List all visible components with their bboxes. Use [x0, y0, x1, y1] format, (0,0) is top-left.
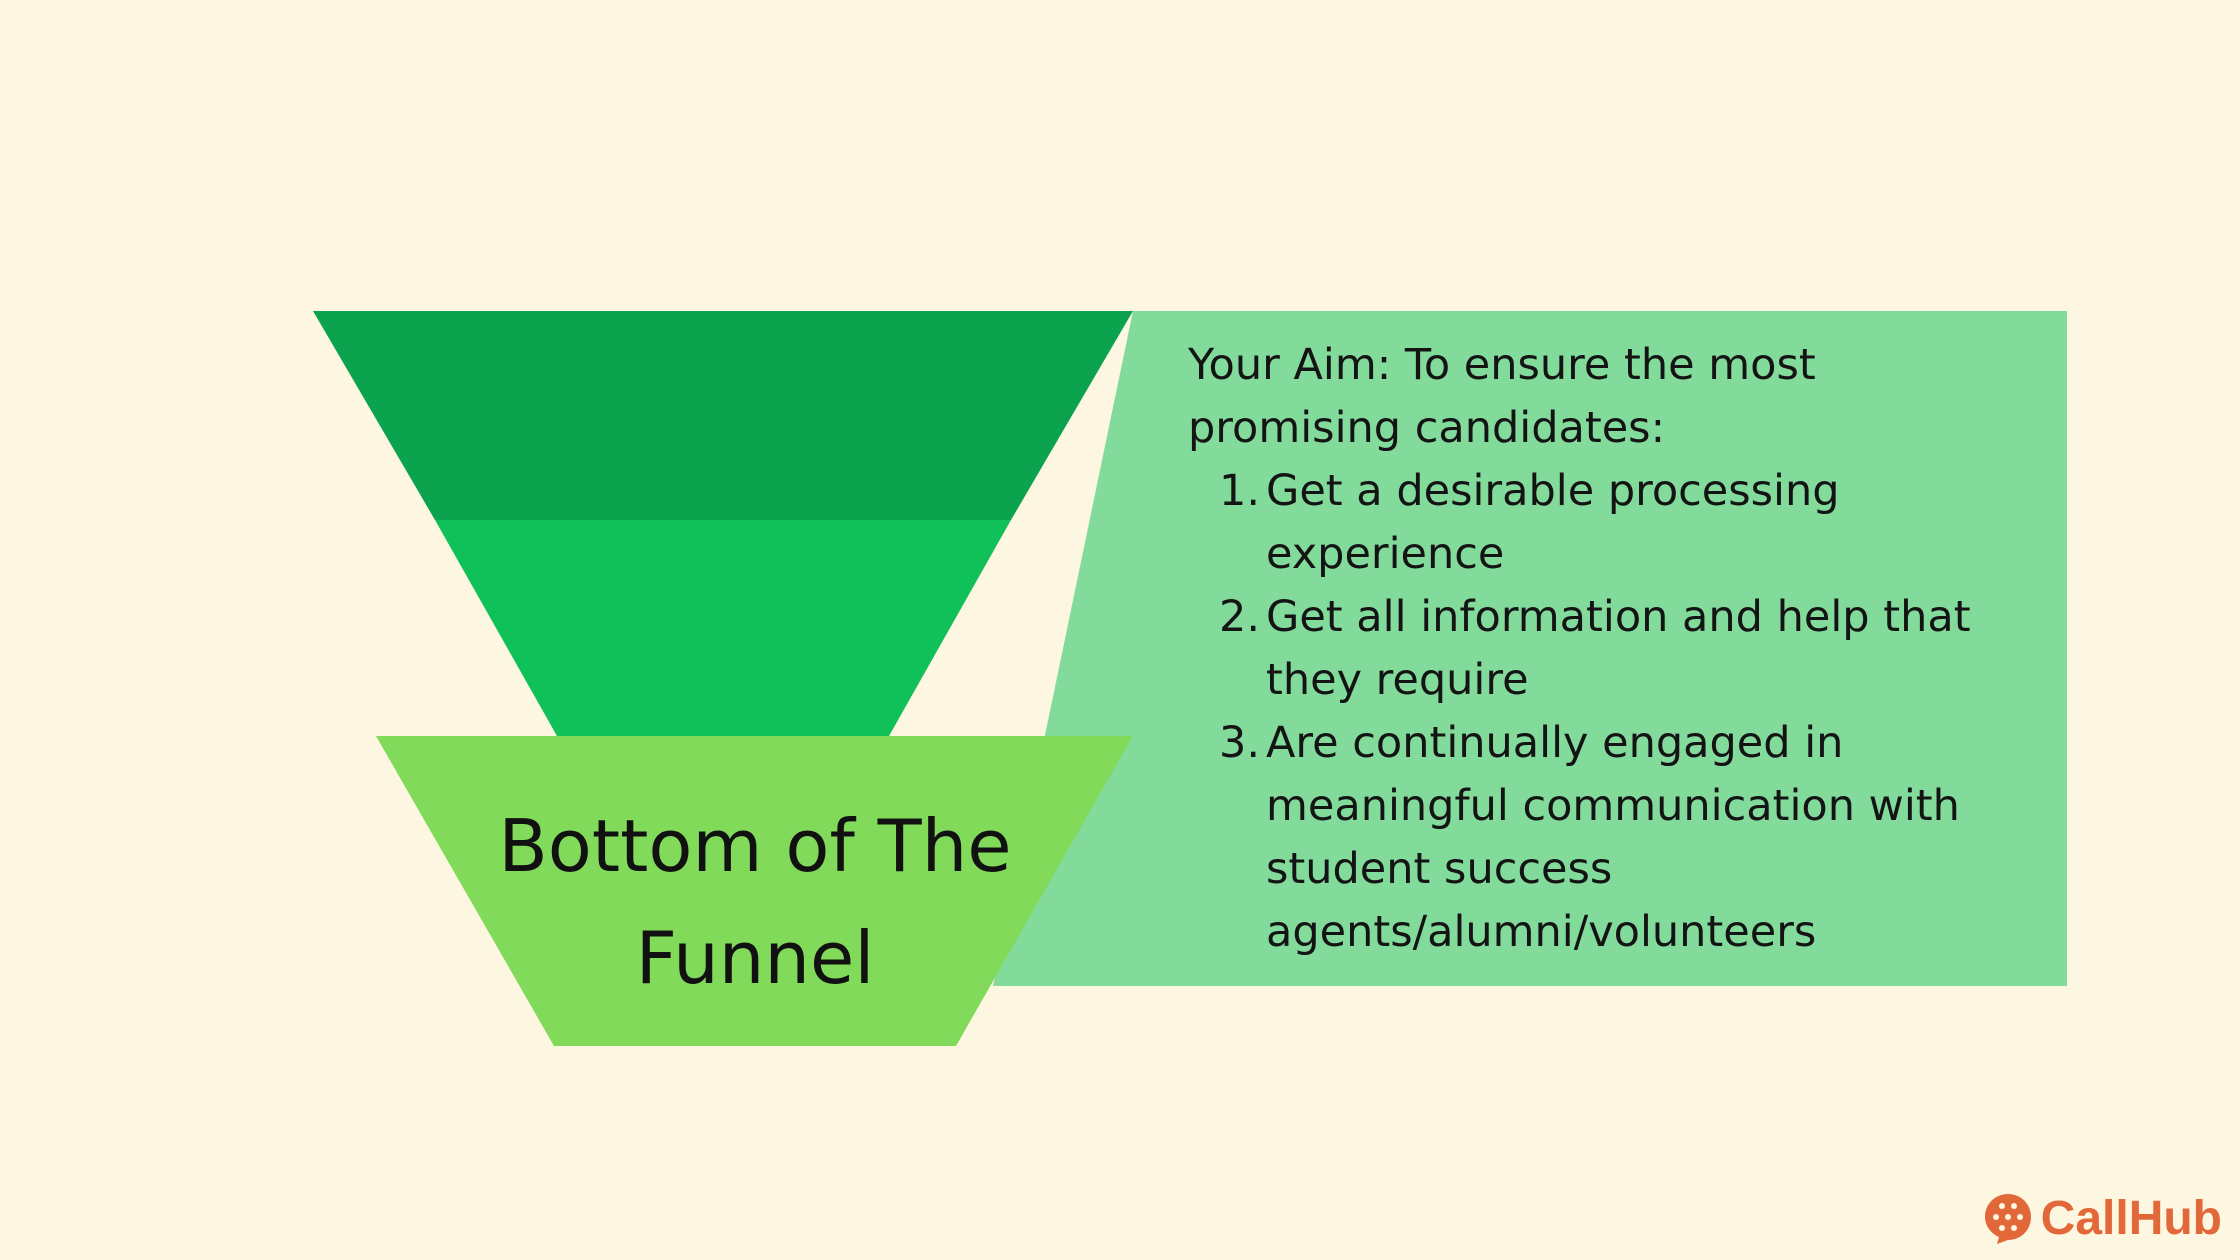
list-item: 2. Get all information and help that the…: [1188, 586, 1988, 712]
info-panel: [993, 311, 2067, 986]
funnel-bottom-label: Bottom of The Funnel: [498, 804, 1012, 1000]
logo-text: CallHub: [2040, 1192, 2222, 1245]
callhub-logo: CallHub: [1983, 1191, 2222, 1246]
funnel-middle-segment: [435, 520, 1011, 736]
funnel-top-segment: [313, 311, 1133, 520]
list-item-number: 3.: [1218, 718, 1260, 768]
aim-list: 1. Get a desirable processing experience…: [1188, 460, 1988, 964]
list-item-number: 1.: [1218, 466, 1260, 516]
list-item: 3. Are continually engaged in meaningful…: [1188, 712, 1988, 964]
list-item-text: Get all information and help that they r…: [1266, 592, 1971, 705]
aim-heading: Your Aim: To ensure the most promising c…: [1188, 340, 1816, 453]
list-item-number: 2.: [1218, 592, 1260, 642]
list-item-text: Are continually engaged in meaningful co…: [1266, 718, 1960, 957]
list-item-text: Get a desirable processing experience: [1266, 466, 1840, 579]
list-item: 1. Get a desirable processing experience: [1188, 460, 1988, 586]
speech-bubble-dots-icon: [1984, 1193, 2031, 1244]
aim-text-block: Your Aim: To ensure the most promising c…: [1188, 334, 1988, 964]
funnel-bottom-segment: [376, 736, 1133, 1046]
